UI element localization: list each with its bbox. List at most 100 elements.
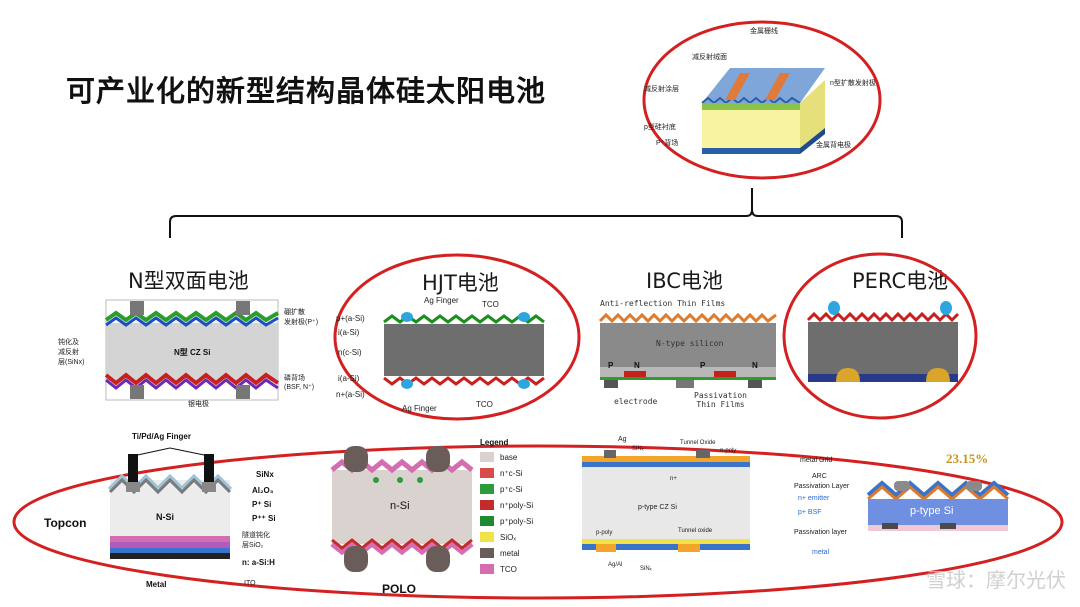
ibc-label-p1: P (608, 361, 614, 370)
label-boron: 硼扩散 发射极(P⁺) (284, 309, 319, 326)
ptype-label-sinx-bot: SiNₓ (640, 566, 652, 572)
polo-legend-title: Legend (480, 438, 509, 447)
legend-label: base (500, 452, 518, 462)
bracket (169, 188, 903, 238)
topcon-label-finger: Ti/Pd/Ag Finger (132, 432, 191, 441)
top-cell-illustration (642, 20, 882, 180)
legend-item: SiOₓ (480, 529, 533, 545)
label-passivation: 钝化及 减反射 层(SiNx) (58, 339, 85, 366)
legend-label: metal (500, 548, 520, 558)
title-ibc: IBC电池 (646, 269, 723, 293)
label-back-electrode: 金属背电极 (816, 142, 851, 149)
ptype-label-ag: Ag (618, 436, 627, 443)
label-grid: 金属栅线 (750, 28, 778, 35)
title-perc: PERC电池 (852, 269, 949, 293)
pert-label-metal: metal (812, 549, 830, 556)
polo-body: n-Si (390, 500, 410, 512)
n-bifacial-diagram: N型 CZ Si 硼扩散 发射极(P⁺) 钝化及 减反射 层(SiNx) 磷背场… (58, 295, 318, 410)
ibc-label-arc: Anti-reflection Thin Films (600, 299, 726, 308)
hjt-label-n-csi: n(c-Si) (338, 348, 362, 357)
legend-item: n⁺c-Si (480, 465, 533, 481)
topcon-diagram: Ti/Pd/Ag Finger SiNx Al₂O₃ P⁺ Si P⁺⁺ Si … (106, 430, 306, 595)
hjt-diagram: Ag Finger TCO p+(a-Si) i(a-Si) n(c-Si) i… (332, 252, 582, 422)
n-bifacial-body: N型 CZ Si (174, 348, 211, 357)
page-title: 可产业化的新型结构晶体硅太阳电池 (66, 74, 547, 108)
legend-item: p⁺c-Si (480, 481, 533, 497)
ibc-label-body: N-type silicon (656, 339, 724, 348)
legend-label: n⁺c-Si (500, 468, 523, 478)
ptype-label-ppoly: p-poly (596, 530, 613, 536)
ibc-label-n1: N (634, 361, 640, 370)
legend-label: n⁺poly-Si (500, 500, 534, 510)
hjt-label-i-asi-top: i(a-Si) (338, 328, 360, 337)
perc-diagram (780, 250, 980, 425)
ibc-diagram: Anti-reflection Thin Films N-type silico… (594, 295, 784, 415)
topcon-label: Topcon (44, 516, 87, 530)
ptype-label-body: p-type CZ Si (638, 504, 677, 511)
legend-item: base (480, 449, 533, 465)
hjt-label-tco-top: TCO (482, 300, 499, 309)
pert-label-bsf: p+ BSF (798, 509, 822, 516)
pert-label-body: p-type Si (910, 505, 954, 517)
pert-label-grid: metal Grid (800, 457, 833, 464)
ptype-label-npoly: n-poly (720, 448, 737, 454)
legend-item: n⁺poly-Si (480, 497, 533, 513)
legend-swatch (480, 564, 494, 574)
legend-swatch (480, 500, 494, 510)
polo-diagram: n-Si Legend base n⁺c-Si p⁺c-Si n⁺poly-Si p⁺p… (330, 438, 555, 580)
ptype-label-nplus: n+ (670, 476, 677, 482)
legend-label: SiOₓ (500, 532, 516, 542)
topcon-label-al2o3: Al₂O₃ (252, 486, 274, 495)
pert-label-emitter: n+ emitter (798, 495, 830, 502)
legend-label: p⁺poly-Si (500, 516, 534, 526)
label-phos: 磷背场 (BSF, N⁺) (284, 375, 315, 391)
polo-label: POLO (382, 582, 417, 596)
label-ar-coating: 减反射涂层 (644, 86, 679, 93)
legend-item: p⁺poly-Si (480, 513, 533, 529)
label-ar-texture: 减反射绒面 (692, 54, 727, 61)
hjt-label-tco-bot: TCO (476, 400, 493, 409)
ptype-label-tunnel-top: Tunnel Oxide (680, 440, 716, 446)
legend-swatch (480, 452, 494, 462)
watermark: 雪球：摩尔光伏 (926, 568, 1066, 592)
legend-swatch (480, 532, 494, 542)
polo-legend: Legend base n⁺c-Si p⁺c-Si n⁺poly-Si p⁺poly-S… (480, 438, 533, 577)
topcon-label-sinx: SiNx (256, 470, 274, 479)
label-bsf: P⁺背场 (656, 140, 679, 147)
legend-swatch (480, 468, 494, 478)
label-emitter: n型扩散发射极 (830, 80, 876, 87)
efficiency-label: 23.15% (946, 451, 989, 466)
bottom-ellipse (12, 444, 1064, 600)
ibc-label-electrode: electrode (614, 397, 658, 406)
ptype-label-agal: Ag/Al (608, 562, 623, 568)
legend-item: TCO (480, 561, 533, 577)
pert-label-arc: ARC (812, 473, 827, 480)
title-hjt: HJT电池 (422, 271, 499, 295)
ibc-label-p2: P (700, 361, 706, 370)
hjt-label-n-asi: n+(a-Si) (336, 390, 365, 399)
pert-label-pass-top: Passivation Layer (794, 483, 850, 490)
topcon-label-ppp-si: P⁺⁺ Si (252, 514, 276, 523)
legend-swatch (480, 484, 494, 494)
legend-item: metal (480, 545, 533, 561)
legend-swatch (480, 548, 494, 558)
topcon-label-tunnel: 隧道钝化 层SiO₂ (242, 532, 270, 549)
label-substrate: p型硅衬底 (644, 124, 676, 131)
topcon-label-body: N-Si (156, 512, 174, 522)
hjt-label-p-asi: p+(a-Si) (336, 314, 365, 323)
topcon-label-n-asi: n: a-Si:H (242, 558, 275, 567)
legend-label: p⁺c-Si (500, 484, 523, 494)
legend-label: TCO (500, 564, 517, 574)
ptype-label-tunnel-bot: Tunnel oxide (678, 528, 713, 534)
pert-diagram: metal Grid ARC Passivation Layer n+ emit… (790, 455, 1030, 565)
topcon-label-ito: ITO (244, 580, 256, 587)
topcon-label-p-si: P⁺ Si (252, 500, 272, 509)
legend-swatch (480, 516, 494, 526)
ptype-label-sinx: SiNₓ (632, 446, 644, 452)
ptype-ibc-diagram: Ag SiNₓ Tunnel Oxide n-poly n+ p-type CZ… (578, 436, 758, 573)
top-cell-diagram: 金属栅线 减反射绒面 减反射涂层 n型扩散发射极 p型硅衬底 P⁺背场 金属背电… (640, 18, 885, 183)
pert-label-pass-bot: Passivation layer (794, 529, 847, 536)
hjt-label-ag-bot: Ag Finger (402, 404, 437, 413)
hjt-label-ag-top: Ag Finger (424, 296, 459, 305)
